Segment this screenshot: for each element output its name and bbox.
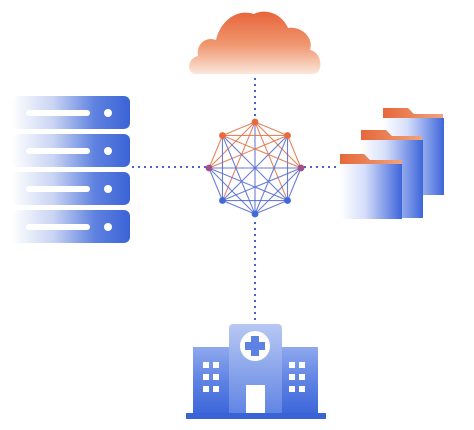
mesh-edge	[222, 200, 256, 215]
mesh-node	[284, 132, 291, 139]
connector-lines	[132, 78, 340, 320]
network-mesh-icon	[205, 118, 305, 218]
hospital-ground	[186, 413, 326, 419]
server-rack-icon	[12, 96, 130, 243]
mesh-node	[205, 164, 213, 172]
hospital-left-wing	[193, 347, 235, 417]
mesh-edge	[208, 135, 223, 169]
mesh-edge	[222, 134, 302, 169]
folder-stack-icon	[340, 108, 444, 219]
mesh-node	[219, 132, 226, 139]
mesh-edge	[222, 121, 256, 136]
hospital-windows	[203, 362, 305, 392]
mesh-edge	[254, 200, 288, 215]
hospital-icon	[186, 324, 326, 419]
server-unit	[12, 172, 130, 205]
server-unit	[12, 210, 130, 243]
mesh-edge	[222, 135, 288, 201]
mesh-edge	[208, 167, 223, 201]
server-unit	[12, 96, 130, 129]
mesh-node	[297, 164, 305, 172]
mesh-node	[251, 118, 259, 126]
server-unit	[12, 134, 130, 167]
mesh-node	[219, 197, 226, 204]
folder-front	[340, 154, 402, 219]
hospital-right-wing	[276, 347, 318, 417]
mesh-edge	[254, 121, 288, 136]
plus-icon	[245, 336, 265, 356]
mesh-node	[284, 197, 291, 204]
mesh-node	[251, 210, 259, 218]
mesh-edge	[287, 167, 302, 201]
cloud-icon	[189, 11, 321, 74]
mesh-edge	[221, 135, 256, 215]
mesh-edge	[208, 167, 256, 215]
hospital-door	[246, 385, 265, 413]
mesh-edge	[287, 135, 302, 169]
